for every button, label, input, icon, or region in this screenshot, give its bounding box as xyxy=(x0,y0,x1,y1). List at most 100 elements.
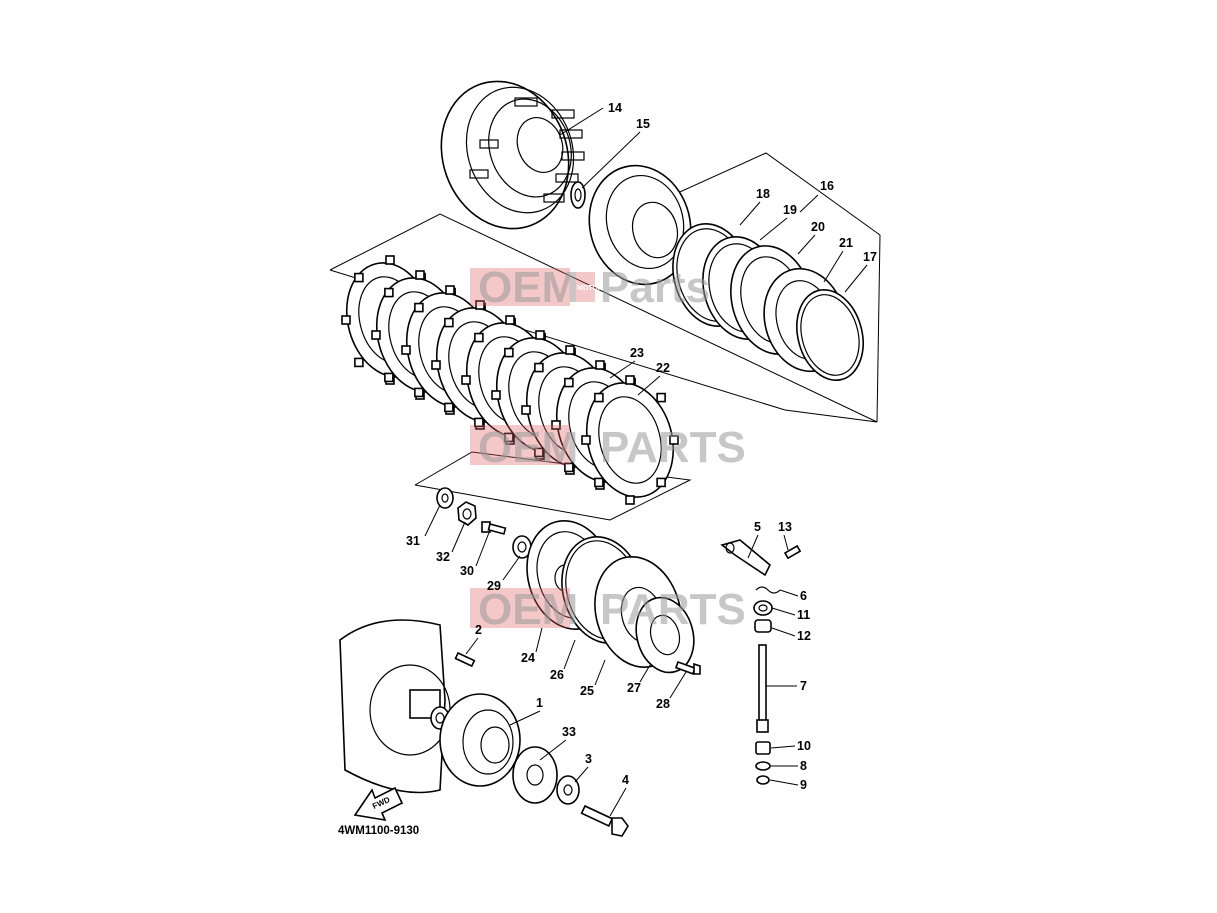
plate-tab xyxy=(474,332,484,343)
callout-leader-26 xyxy=(563,639,576,670)
plate-tab xyxy=(656,477,666,488)
watermark-text-left-3: OEM xyxy=(478,585,578,634)
callout-leader-17 xyxy=(844,264,868,293)
callout-leader-27 xyxy=(639,664,651,683)
callout-label-10: 10 xyxy=(797,739,811,753)
plate-tab xyxy=(521,405,531,415)
callout-label-27: 27 xyxy=(627,681,641,695)
plate-tab xyxy=(414,302,424,313)
plate-tab xyxy=(504,347,514,358)
callout-leader-13 xyxy=(783,534,789,551)
plate-tab xyxy=(505,315,515,325)
plate-tab xyxy=(564,377,574,388)
callout-leader-32 xyxy=(451,521,466,553)
watermark-top: OEM MOTOR Parts xyxy=(470,263,710,312)
callout-leader-21 xyxy=(823,250,844,283)
callout-leader-29 xyxy=(502,555,521,581)
callout-leader-2 xyxy=(465,637,479,655)
callout-leader-15 xyxy=(581,131,641,189)
spring-6 xyxy=(755,586,781,594)
primary-driven-gear xyxy=(439,693,521,787)
clutch-plate-stack xyxy=(341,255,679,505)
watermark-text-left-2: OEM xyxy=(478,423,578,472)
callout-label-15: 15 xyxy=(636,117,650,131)
watermark-text-left: OEM xyxy=(478,263,578,312)
callout-label-12: 12 xyxy=(797,629,811,643)
plate-tab xyxy=(401,345,411,355)
callout-leader-30 xyxy=(475,529,491,567)
plate-tab xyxy=(595,360,605,370)
circlip-9 xyxy=(756,775,770,785)
plate-tab xyxy=(444,317,454,328)
plate-tab xyxy=(445,285,455,295)
bolt-4 xyxy=(580,804,629,837)
plate-tab xyxy=(414,387,424,398)
watermark-text-right: Parts xyxy=(600,263,710,312)
callout-leader-11 xyxy=(771,607,796,616)
plate-tab xyxy=(371,330,381,340)
plate-tab xyxy=(474,417,484,428)
plate-tab xyxy=(551,420,561,430)
plate-tab xyxy=(415,270,425,280)
oil-seal-11 xyxy=(753,600,773,616)
plate-tab xyxy=(669,435,679,445)
crankcase-cover xyxy=(339,619,451,794)
push-lever xyxy=(720,539,771,577)
callout-leader-14 xyxy=(559,107,604,136)
plate-tab xyxy=(625,375,635,385)
bearing xyxy=(512,535,532,559)
plate-tab xyxy=(656,392,666,403)
callout-leader-5 xyxy=(747,534,759,559)
bearing-12 xyxy=(754,619,772,633)
plate-tab xyxy=(354,272,364,283)
plate-tab xyxy=(564,462,574,473)
plate-tab xyxy=(534,362,544,373)
bushing-10 xyxy=(755,741,771,755)
plate-tab xyxy=(431,360,441,370)
callout-leader-23 xyxy=(609,360,636,379)
callout-label-33: 33 xyxy=(562,725,576,739)
callout-leader-16 xyxy=(799,194,819,213)
callout-label-19: 19 xyxy=(783,203,797,217)
callout-label-11: 11 xyxy=(797,608,810,622)
callout-leader-19 xyxy=(759,217,788,241)
clutch-housing xyxy=(440,80,585,230)
callout-leader-24 xyxy=(535,627,543,653)
callout-label-21: 21 xyxy=(839,236,853,250)
plate-tab xyxy=(341,315,351,325)
plate-tab xyxy=(581,435,591,445)
callout-label-30: 30 xyxy=(460,564,474,578)
watermark-bottom: OEM PARTS xyxy=(470,585,746,634)
callout-label-2: 2 xyxy=(475,623,482,637)
plate-tab xyxy=(504,432,514,443)
plate-tab xyxy=(384,372,394,383)
callout-leader-9 xyxy=(769,779,799,786)
watermark-text-right-2: PARTS xyxy=(600,423,746,472)
push-rod-short xyxy=(481,521,507,535)
fwd-arrow-icon: FWD xyxy=(353,786,404,822)
callout-labels: 1234567891011121314151617181920212223242… xyxy=(406,101,877,817)
callout-label-32: 32 xyxy=(436,550,450,564)
callout-label-6: 6 xyxy=(800,589,807,603)
callout-label-24: 24 xyxy=(521,651,535,665)
plate-tab xyxy=(491,390,501,400)
watermark-text-right-3: PARTS xyxy=(600,585,746,634)
plate-tab xyxy=(384,287,394,298)
callout-label-14: 14 xyxy=(608,101,622,115)
callout-label-13: 13 xyxy=(778,520,792,534)
callout-label-23: 23 xyxy=(630,346,644,360)
callout-leader-33 xyxy=(539,739,567,761)
callout-label-16: 16 xyxy=(820,179,834,193)
plate-tab xyxy=(594,392,604,403)
retainer-plate xyxy=(635,596,695,674)
push-shaft xyxy=(756,644,769,733)
diagram-code: 4WM1100-9130 xyxy=(338,825,419,837)
callout-label-31: 31 xyxy=(406,534,420,548)
callout-label-29: 29 xyxy=(487,579,501,593)
callout-label-28: 28 xyxy=(656,697,670,711)
plate-tab xyxy=(565,345,575,355)
callout-label-1: 1 xyxy=(536,696,543,710)
callout-label-25: 25 xyxy=(580,684,594,698)
plate-tab xyxy=(625,495,635,505)
